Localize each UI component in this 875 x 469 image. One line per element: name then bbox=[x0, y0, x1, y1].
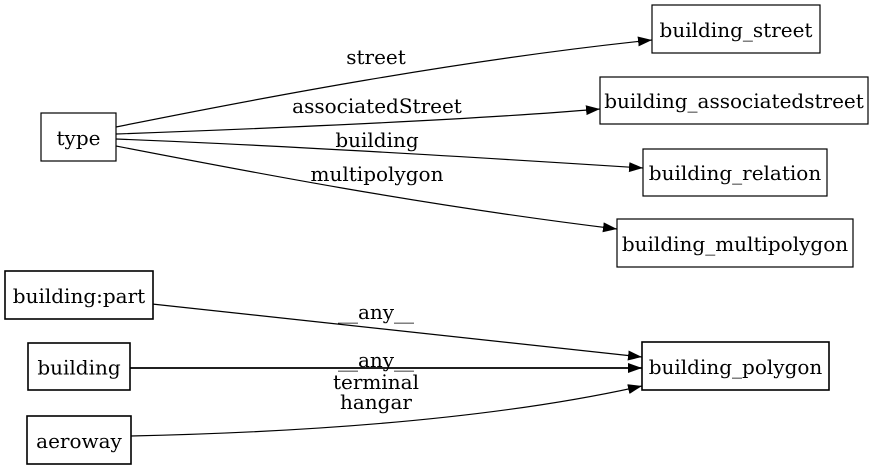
node-group: type building_street building_associated… bbox=[4, 4, 869, 465]
node-building-multipolygon: building_multipolygon bbox=[616, 218, 854, 268]
node-building-street-label: building_street bbox=[660, 18, 813, 42]
edge-label-any-2: __any__ bbox=[338, 348, 414, 372]
node-building-polygon: building_polygon bbox=[641, 341, 830, 391]
edge-label-associatedstreet: associatedStreet bbox=[292, 94, 462, 118]
node-building-label: building bbox=[37, 356, 121, 380]
edge-label-building: building bbox=[335, 128, 419, 152]
edge-group bbox=[115, 36, 653, 437]
node-building-part: building:part bbox=[4, 270, 154, 320]
edge-type-to-building-associatedstreet bbox=[115, 105, 601, 135]
node-aeroway: aeroway bbox=[26, 415, 132, 465]
edge-label-group: street associatedStreet building multipo… bbox=[292, 45, 462, 414]
edge-type-to-building-relation bbox=[115, 138, 644, 173]
node-building-associatedstreet-label: building_associatedstreet bbox=[604, 89, 864, 113]
edge-label-any-1: __any__ bbox=[338, 300, 414, 324]
node-building-multipolygon-label: building_multipolygon bbox=[622, 232, 848, 256]
edge-label-street: street bbox=[346, 45, 406, 69]
node-aeroway-label: aeroway bbox=[36, 429, 122, 453]
edge-type-to-building-multipolygon bbox=[115, 145, 618, 233]
edge-type-to-building-street bbox=[115, 36, 653, 128]
edge-building-part-to-building-polygon bbox=[151, 303, 643, 361]
node-building-associatedstreet: building_associatedstreet bbox=[599, 76, 869, 125]
edge-label-terminal: terminal bbox=[333, 370, 419, 394]
node-type-label: type bbox=[57, 126, 101, 150]
node-building-polygon-label: building_polygon bbox=[649, 355, 823, 379]
node-building-part-label: building:part bbox=[13, 284, 145, 308]
edge-aeroway-to-building-polygon bbox=[130, 384, 643, 437]
node-building-street: building_street bbox=[651, 4, 821, 54]
node-building: building bbox=[27, 342, 131, 391]
node-type: type bbox=[40, 112, 117, 162]
node-building-relation: building_relation bbox=[642, 148, 828, 197]
node-building-relation-label: building_relation bbox=[649, 161, 822, 185]
edge-label-multipolygon: multipolygon bbox=[311, 162, 444, 186]
edge-label-hangar: hangar bbox=[340, 390, 412, 414]
